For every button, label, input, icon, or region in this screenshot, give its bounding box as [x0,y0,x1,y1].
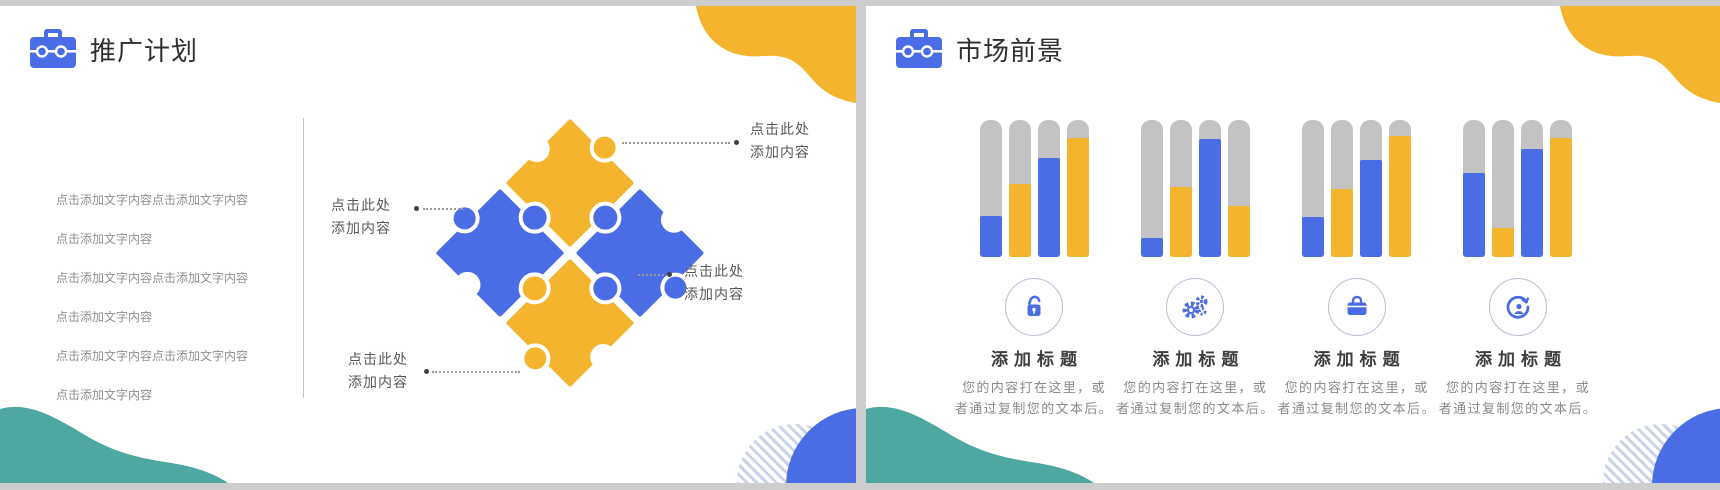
leader-line [622,142,730,144]
gears-icon [1166,278,1225,336]
placeholder-body[interactable]: 您的内容打在这里，或 者通过复制您的文本后。 [1277,380,1436,416]
chart-column: 添加标题 您的内容打在这里，或 者通过复制您的文本后。 [1439,120,1596,419]
stacked-bar-group [979,120,1089,257]
bar [1066,120,1089,257]
callout-top-right[interactable]: 点击此处 添加内容 [750,121,810,160]
placeholder-body[interactable]: 您的内容打在这里，或 者通过复制您的文本后。 [1438,380,1598,416]
briefcase-title-icon [896,29,942,68]
yellow-corner-blob [1560,6,1720,103]
slide-promotion-plan: 推广计划 点击添加文字内容点击添加文字内容 点击添加文字内容 点击添加文字内容点… [0,6,856,483]
teal-corner-blob [866,406,1094,483]
chart-column: 添加标题 您的内容打在这里，或 者通过复制您的文本后。 [1116,120,1273,419]
placeholder-bullet[interactable]: 点击添加文字内容点击添加文字内容 [56,193,249,207]
bar [1463,120,1486,257]
bar [1037,120,1060,257]
placeholder-body[interactable]: 您的内容打在这里，或 者通过复制您的文本后。 [954,380,1114,416]
placeholder-bullet[interactable]: 点击添加文字内容点击添加文字内容 [56,271,249,285]
right-slide-title: 市场前景 [956,35,1065,66]
unlock-icon [1005,278,1063,336]
placeholder-bullet[interactable]: 点击添加文字内容 [56,310,153,324]
placeholder-title[interactable]: 添加标题 [1313,350,1406,369]
leader-dot [424,369,429,374]
chart-column: 添加标题 您的内容打在这里，或 者通过复制您的文本后。 [1277,120,1434,419]
bar [1198,120,1221,257]
blue-circle-decoration [1652,408,1720,483]
placeholder-bullet[interactable]: 点击添加文字内容点击添加文字内容 [56,349,249,363]
bar [1140,120,1163,257]
placeholder-title[interactable]: 添加标题 [1474,350,1567,369]
callout-left[interactable]: 点击此处 添加内容 [331,197,391,236]
placeholder-body[interactable]: 您的内容打在这里，或 者通过复制您的文本后。 [1116,380,1275,416]
leader-dot [414,206,419,211]
teal-corner-blob [0,406,228,483]
placeholder-bullet[interactable]: 点击添加文字内容 [56,388,153,402]
leader-dot [734,140,739,145]
leader-dot [667,272,672,277]
callout-right[interactable]: 点击此处 添加内容 [684,263,744,302]
right-slide-header: 市场前景 [896,28,1064,70]
stacked-bar-group [1140,120,1250,257]
chart-column: 添加标题 您的内容打在这里，或 者通过复制您的文本后。 [955,120,1112,419]
bar [979,120,1002,257]
briefcase-icon [1327,278,1386,336]
bar [1302,120,1325,257]
bar [1521,120,1544,257]
vertical-divider [303,118,304,398]
yellow-corner-blob [696,6,856,103]
placeholder-bullet[interactable]: 点击添加文字内容 [56,232,153,246]
placeholder-title[interactable]: 添加标题 [1152,350,1245,369]
bar [1008,120,1031,257]
bar [1227,120,1250,257]
left-slide-header: 推广计划 [30,28,198,70]
briefcase-title-icon [30,29,76,68]
bar [1492,120,1515,257]
bar [1169,120,1192,257]
bar [1389,120,1412,257]
bar [1331,120,1354,257]
chart-columns: 添加标题 您的内容打在这里，或 者通过复制您的文本后。 添加标题 您的内容打在这… [955,120,1596,419]
stacked-bar-group [1463,120,1573,257]
slide-market-prospects: 市场前景 添加标题 您的内容打在这里，或 者通过复制您的文本后。 [866,6,1720,483]
user-refresh-icon [1488,278,1547,336]
placeholder-title[interactable]: 添加标题 [991,350,1083,369]
stacked-bar-group [1302,120,1412,257]
leader-line [423,208,463,210]
callout-bottom-left[interactable]: 点击此处 添加内容 [348,351,408,390]
blue-circle-decoration [786,408,856,483]
puzzle-diagram [436,119,704,387]
leader-line [432,371,520,373]
bar [1550,120,1573,257]
bar [1360,120,1383,257]
left-slide-title: 推广计划 [90,35,199,66]
leader-line [638,274,664,276]
